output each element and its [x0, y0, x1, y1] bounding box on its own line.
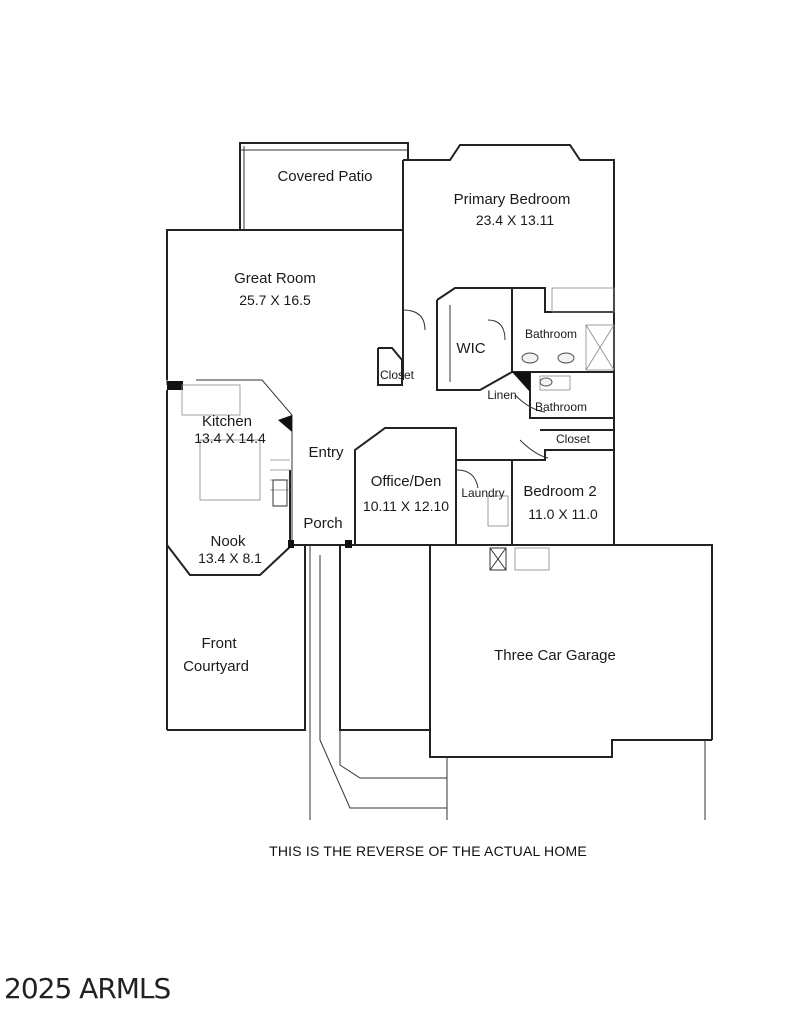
office-den-size: 10.11 X 12.10: [363, 498, 449, 514]
primary-bedroom-label: Primary Bedroom: [454, 191, 571, 208]
kitchen-size: 13.4 X 14.4: [194, 430, 266, 446]
great-room-size: 25.7 X 16.5: [239, 292, 311, 308]
linen-label: Linen: [487, 388, 516, 402]
closet-great-room-label: Closet: [380, 368, 415, 382]
reverse-note: THIS IS THE REVERSE OF THE ACTUAL HOME: [269, 843, 587, 859]
bathroom-primary-label: Bathroom: [525, 327, 577, 341]
closet-bedroom-2-label: Closet: [556, 432, 591, 446]
bedroom-2-label: Bedroom 2: [523, 483, 596, 500]
nook-label: Nook: [210, 533, 246, 550]
nook-size: 13.4 X 8.1: [198, 550, 262, 566]
front-courtyard-label-line2: Courtyard: [183, 658, 249, 675]
office-den-label: Office/Den: [371, 473, 442, 490]
entry-label: Entry: [308, 444, 344, 461]
primary-bedroom-size: 23.4 X 13.11: [476, 212, 555, 228]
fixtures: [181, 287, 615, 571]
walls: [166, 142, 713, 820]
kitchen-label: Kitchen: [202, 413, 252, 430]
room-labels: Covered Patio Primary Bedroom 23.4 X 13.…: [183, 168, 616, 675]
laundry-label: Laundry: [461, 486, 504, 500]
copyright-watermark: 2025 ARMLS: [4, 972, 171, 1005]
wic-label: WIC: [456, 340, 485, 357]
covered-patio-label: Covered Patio: [277, 168, 372, 185]
front-courtyard-label-line1: Front: [201, 635, 237, 652]
bedroom-2-size: 11.0 X 11.0: [528, 506, 598, 522]
great-room-label: Great Room: [234, 270, 316, 287]
garage-label: Three Car Garage: [494, 647, 616, 664]
porch-label: Porch: [303, 515, 342, 532]
bathroom-2-label: Bathroom: [535, 400, 587, 414]
